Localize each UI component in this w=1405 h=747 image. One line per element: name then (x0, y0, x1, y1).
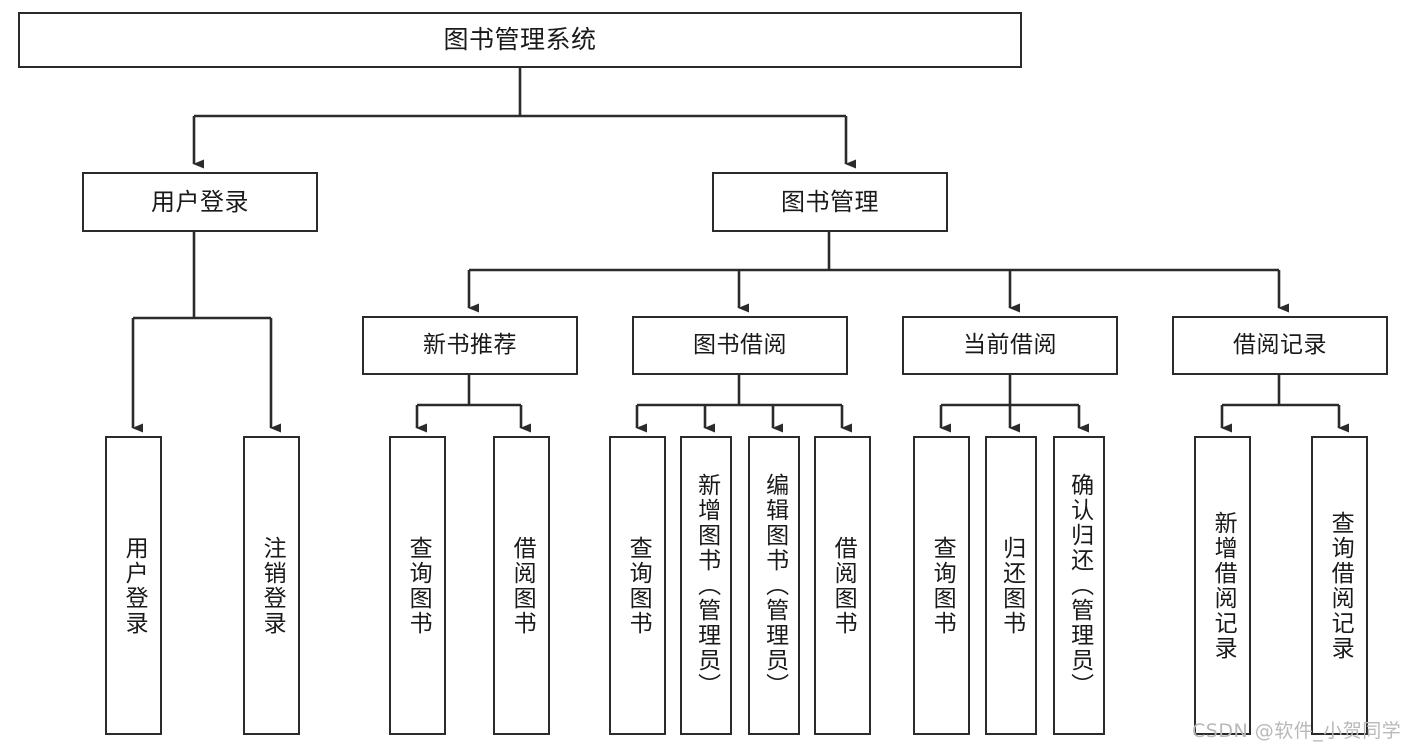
leaf-node[interactable]: 查询图书 (609, 436, 666, 735)
node-book-management[interactable]: 图书管理 (712, 172, 948, 232)
leaf-node-label: 归还图书 (998, 535, 1025, 636)
leaf-node[interactable]: 查询图书 (389, 436, 446, 735)
leaf-node-label: 确认归还（管理员） (1066, 473, 1093, 698)
node-borrow-records[interactable]: 借阅记录 (1172, 316, 1388, 375)
leaf-node-label: 查询借阅记录 (1327, 510, 1354, 661)
node-new-book-recommend-label: 新书推荐 (423, 331, 517, 358)
leaf-node-label: 新增借阅记录 (1210, 510, 1237, 661)
leaf-node[interactable]: 借阅图书 (814, 436, 871, 735)
leaf-node[interactable]: 编辑图书（管理员） (748, 436, 800, 735)
leaf-node[interactable]: 新增借阅记录 (1194, 436, 1251, 735)
leaf-node[interactable]: 新增图书（管理员） (680, 436, 732, 735)
leaf-node-label: 用户登录 (121, 535, 148, 636)
leaf-node-label: 查询图书 (405, 535, 432, 636)
leaf-node[interactable]: 借阅图书 (493, 436, 550, 735)
node-new-book-recommend[interactable]: 新书推荐 (362, 316, 578, 375)
csdn-watermark: CSDN @软件_小贺同学 (1192, 720, 1402, 742)
leaf-node-label: 查询图书 (625, 535, 652, 636)
node-borrow-records-label: 借阅记录 (1233, 331, 1327, 358)
leaf-node[interactable]: 查询借阅记录 (1311, 436, 1368, 735)
leaf-node[interactable]: 注销登录 (243, 436, 300, 735)
leaf-node-label: 注销登录 (259, 535, 286, 636)
node-root-system-label: 图书管理系统 (443, 25, 597, 54)
leaf-node-label: 借阅图书 (830, 535, 857, 636)
leaf-node-label: 编辑图书（管理员） (761, 473, 788, 698)
leaf-node[interactable]: 查询图书 (913, 436, 970, 735)
node-user-login-label: 用户登录 (151, 187, 249, 216)
leaf-node-label: 查询图书 (929, 535, 956, 636)
leaf-node-label: 新增图书（管理员） (693, 473, 720, 698)
leaf-node[interactable]: 确认归还（管理员） (1053, 436, 1105, 735)
node-root-system[interactable]: 图书管理系统 (18, 12, 1022, 68)
node-book-borrow-label: 图书借阅 (693, 331, 787, 358)
leaf-node-label: 借阅图书 (509, 535, 536, 636)
node-book-borrow[interactable]: 图书借阅 (632, 316, 848, 375)
node-current-borrow[interactable]: 当前借阅 (902, 316, 1118, 375)
leaf-node[interactable]: 用户登录 (105, 436, 162, 735)
node-user-login[interactable]: 用户登录 (82, 172, 318, 232)
node-current-borrow-label: 当前借阅 (963, 331, 1057, 358)
leaf-node[interactable]: 归还图书 (985, 436, 1037, 735)
node-book-management-label: 图书管理 (781, 187, 879, 216)
